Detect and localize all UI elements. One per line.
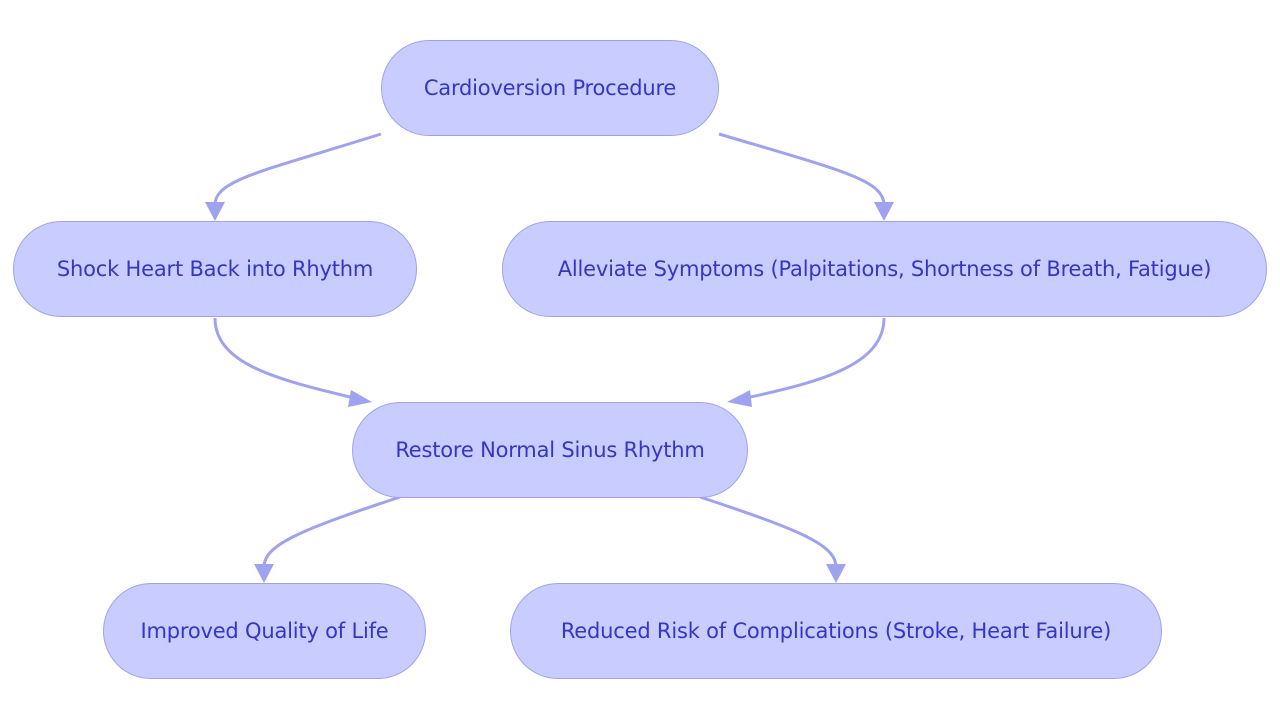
node-label: Cardioversion Procedure (423, 76, 677, 100)
arrowhead-alleviate-into-restore (727, 390, 752, 407)
edge-restore-to-reduced-risk (699, 495, 838, 568)
node-label: Shock Heart Back into Rhythm (56, 257, 374, 281)
edge-cardioversion-to-alleviate (718, 132, 886, 206)
node-label: Improved Quality of Life (140, 619, 389, 643)
arrowhead-into-quality (254, 564, 274, 583)
edge-alleviate-to-restore (745, 317, 886, 400)
arrowhead-shock-into-restore (348, 390, 372, 407)
edge-restore-to-quality (262, 495, 401, 568)
node-reduced-risk: Reduced Risk of Complications (Stroke, H… (510, 583, 1162, 679)
node-label: Restore Normal Sinus Rhythm (395, 438, 705, 462)
node-alleviate-symptoms: Alleviate Symptoms (Palpitations, Shortn… (502, 221, 1267, 317)
node-cardioversion-procedure: Cardioversion Procedure (381, 40, 719, 136)
arrowhead-into-shock (205, 202, 225, 221)
edge-shock-to-restore (213, 317, 355, 400)
node-improved-quality-of-life: Improved Quality of Life (103, 583, 426, 679)
arrowhead-into-alleviate (874, 202, 894, 221)
node-label: Reduced Risk of Complications (Stroke, H… (560, 619, 1112, 643)
node-shock-heart: Shock Heart Back into Rhythm (13, 221, 417, 317)
edge-cardioversion-to-shock (213, 132, 382, 206)
arrowhead-into-reduced-risk (826, 564, 846, 583)
node-label: Alleviate Symptoms (Palpitations, Shortn… (557, 257, 1212, 281)
node-restore-sinus-rhythm: Restore Normal Sinus Rhythm (352, 402, 748, 498)
